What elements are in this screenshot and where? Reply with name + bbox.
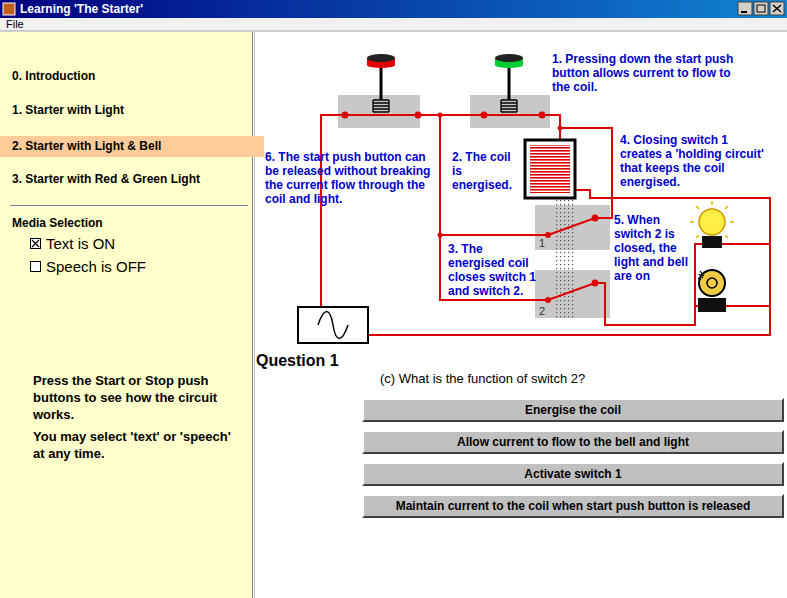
answer-button: Energise the coil <box>362 398 784 422</box>
answer-button: Maintain current to the coil when start … <box>362 494 784 518</box>
node-text: 2 <box>539 305 545 317</box>
instruction-text: Press the Start or Stop push buttons to … <box>33 372 243 423</box>
window-title: Learning 'The Starter' <box>20 2 143 16</box>
instruction-text: You may select 'text' or 'speech' at any… <box>33 428 233 462</box>
panel-heading: Media Selection <box>12 216 103 230</box>
node-text: 1 <box>539 237 545 249</box>
left-panel <box>0 32 252 598</box>
separator <box>10 205 248 206</box>
lesson-item: 0. Introduction <box>12 69 95 83</box>
option-label: Speech is OFF <box>46 258 146 275</box>
lesson-item-selected: 2. Starter with Light & Bell <box>0 136 264 157</box>
switch-box: 1 <box>535 205 610 250</box>
node-text: Energise the coil <box>364 400 782 420</box>
answer-button: Activate switch 1 <box>362 462 784 486</box>
callout-text: 2. The coil is energised. <box>452 150 522 192</box>
question-text: (c) What is the function of switch 2? <box>380 371 585 387</box>
menu-item: File <box>6 18 24 31</box>
callout-text: 5. When switch 2 is closed, the light an… <box>614 213 692 283</box>
checkbox <box>31 239 41 272</box>
title-bar <box>0 0 787 18</box>
node-text: 2. Starter with Light & Bell <box>0 136 264 157</box>
app-icon <box>3 3 15 15</box>
window-buttons <box>738 2 784 15</box>
node-text: Allow current to flow to the bell and li… <box>364 432 782 452</box>
answer-button: Allow current to flow to the bell and li… <box>362 430 784 454</box>
circuit-drawing <box>298 54 770 343</box>
question-heading: Question 1 <box>256 352 339 370</box>
node-text: Activate switch 1 <box>364 464 782 484</box>
option-label: Text is ON <box>46 235 115 252</box>
callout-text: 1. Pressing down the start push button a… <box>552 52 747 94</box>
menu-bar <box>0 18 787 31</box>
callout-text: 3. The energised coil closes switch 1 an… <box>448 242 538 298</box>
switch-box: 2 <box>535 270 610 318</box>
callout-text: 6. The start push button can be released… <box>265 150 435 206</box>
lesson-item: 1. Starter with Light <box>12 103 124 117</box>
lesson-item: 3. Starter with Red & Green Light <box>12 172 200 186</box>
node-text: Maintain current to the coil when start … <box>364 496 782 516</box>
callout-text: 4. Closing switch 1 creates a 'holding c… <box>620 133 768 189</box>
